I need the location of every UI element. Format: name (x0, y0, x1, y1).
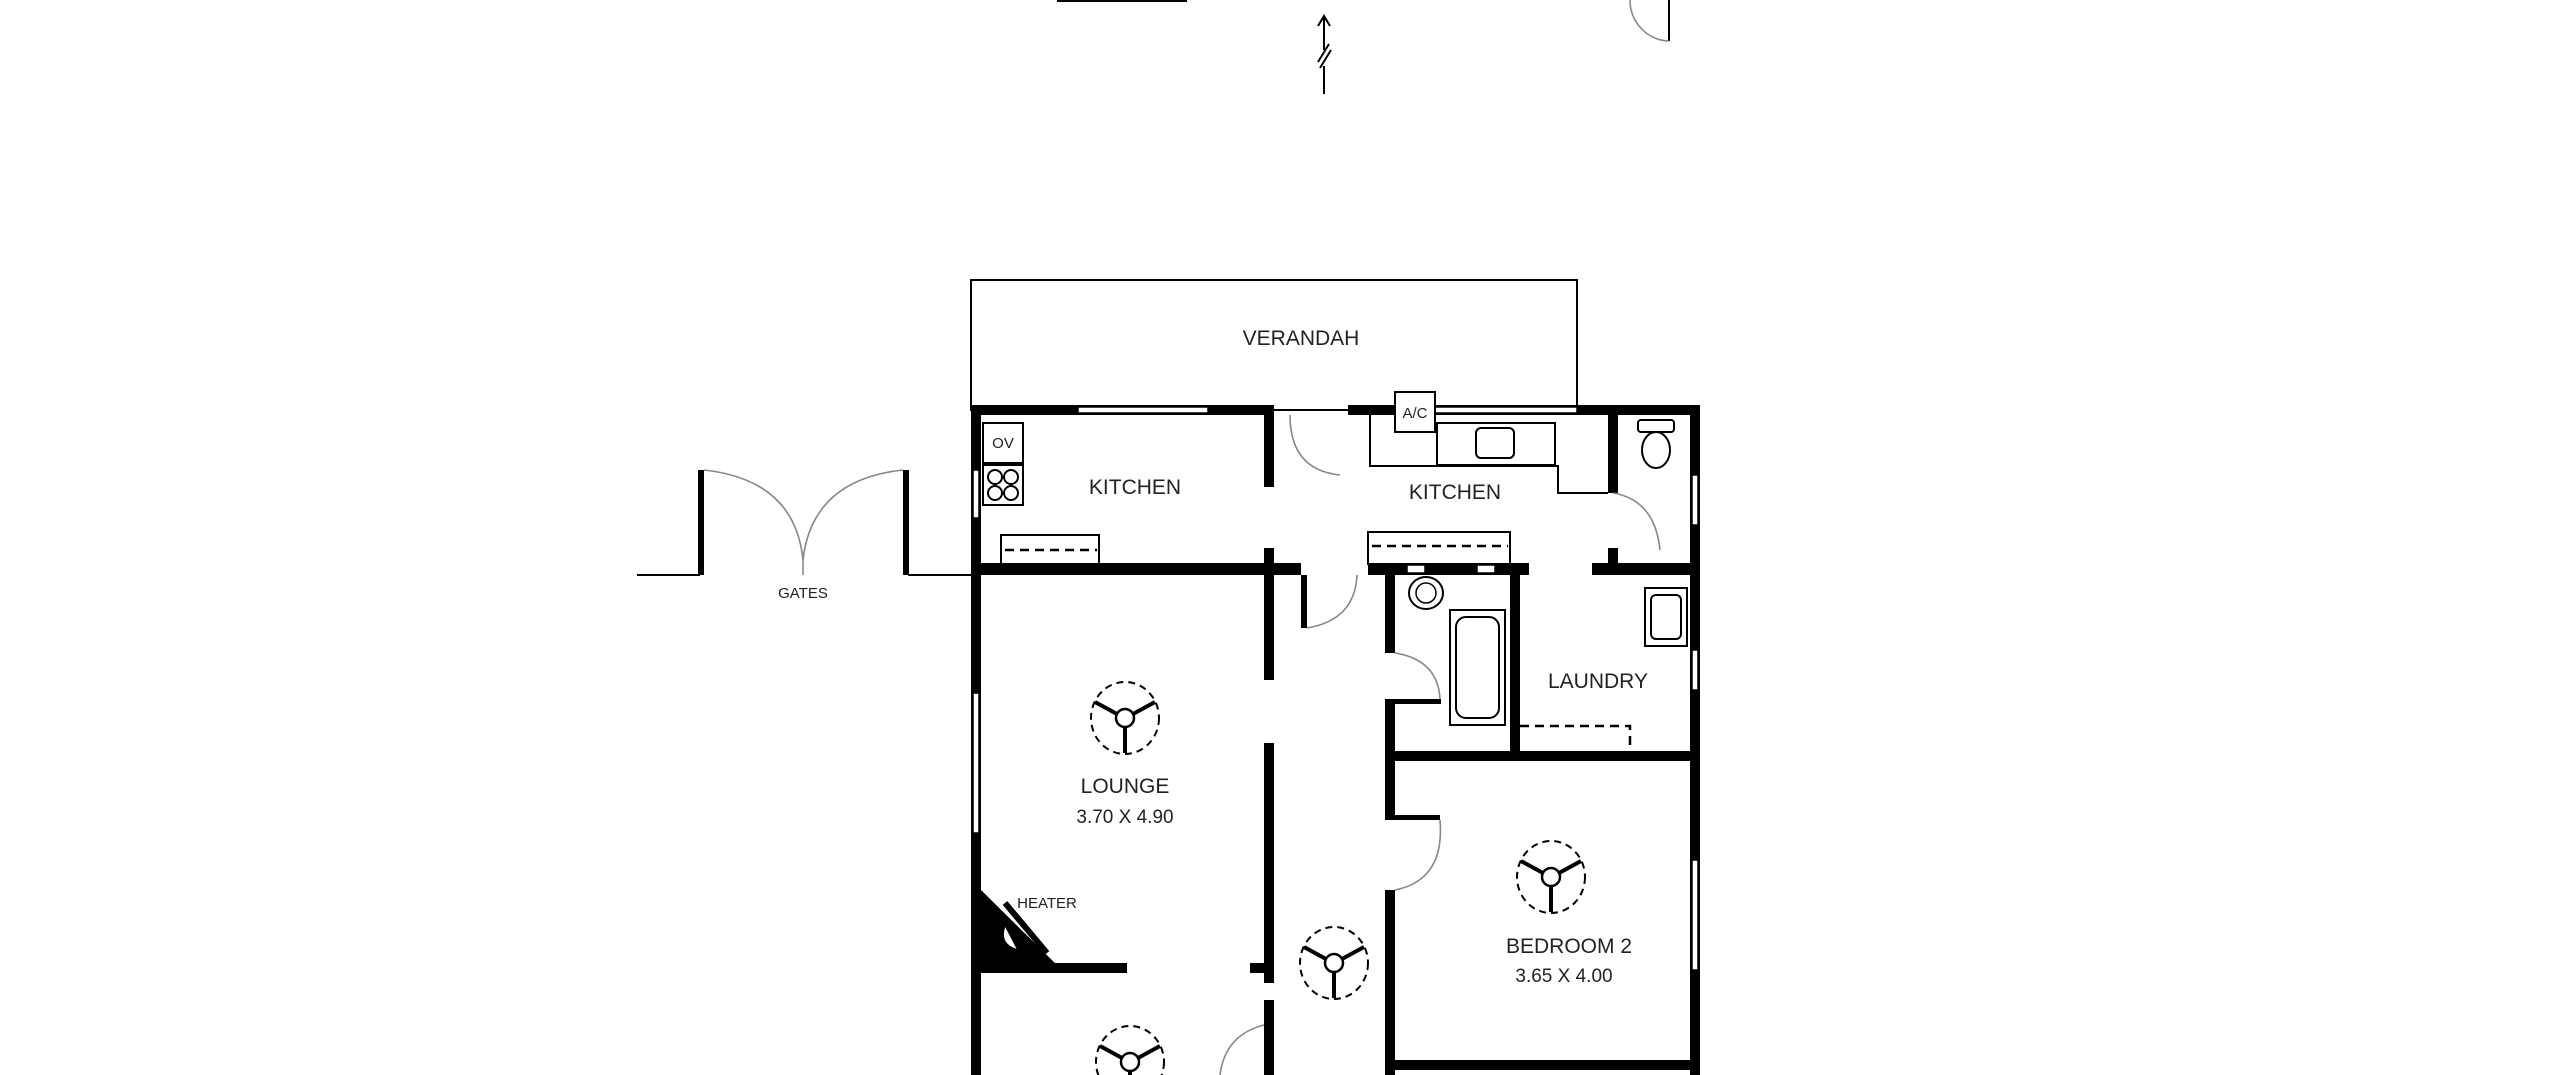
north-arrow-icon (1317, 14, 1332, 94)
label-gates: GATES (778, 585, 828, 602)
ceiling-fan-icon (1299, 926, 1369, 1000)
room-label-kitchen-left: KITCHEN (1089, 476, 1181, 499)
top-fragments (1057, 0, 1670, 94)
gates (637, 469, 972, 576)
windows (972, 406, 1699, 971)
room-label-verandah: VERANDAH (1243, 327, 1360, 350)
cooktop-icon (982, 464, 1024, 506)
toilet-icon (1637, 419, 1675, 469)
label-heater: HEATER (1017, 895, 1077, 912)
ceiling-fan-icon (1095, 1025, 1165, 1075)
bathtub-icon (1449, 609, 1506, 726)
room-label-kitchen-right: KITCHEN (1409, 481, 1501, 504)
ceiling-fan-icon (1090, 681, 1160, 755)
ceiling-fan-icon (1516, 840, 1586, 914)
laundry-tub-icon (1644, 587, 1688, 647)
label-ac: A/C (1402, 405, 1427, 422)
laundry-bench (1520, 724, 1632, 751)
room-label-bedroom-2: BEDROOM 2 (1506, 935, 1632, 958)
room-label-lounge: LOUNGE (1081, 775, 1170, 798)
sink-icon (1436, 422, 1556, 466)
room-dimensions-lounge: 3.70 X 4.90 (1076, 807, 1173, 828)
label-oven: OV (992, 435, 1014, 452)
heater-icon (1002, 901, 1050, 955)
room-label-laundry: LAUNDRY (1548, 670, 1648, 693)
door-swings (1219, 414, 1661, 1075)
ac-unit (1394, 391, 1436, 433)
kitchen-fixtures (982, 391, 1608, 566)
room-dimensions-bedroom-2: 3.65 X 4.00 (1515, 966, 1612, 987)
bathroom-toilet-icon (1408, 576, 1444, 610)
